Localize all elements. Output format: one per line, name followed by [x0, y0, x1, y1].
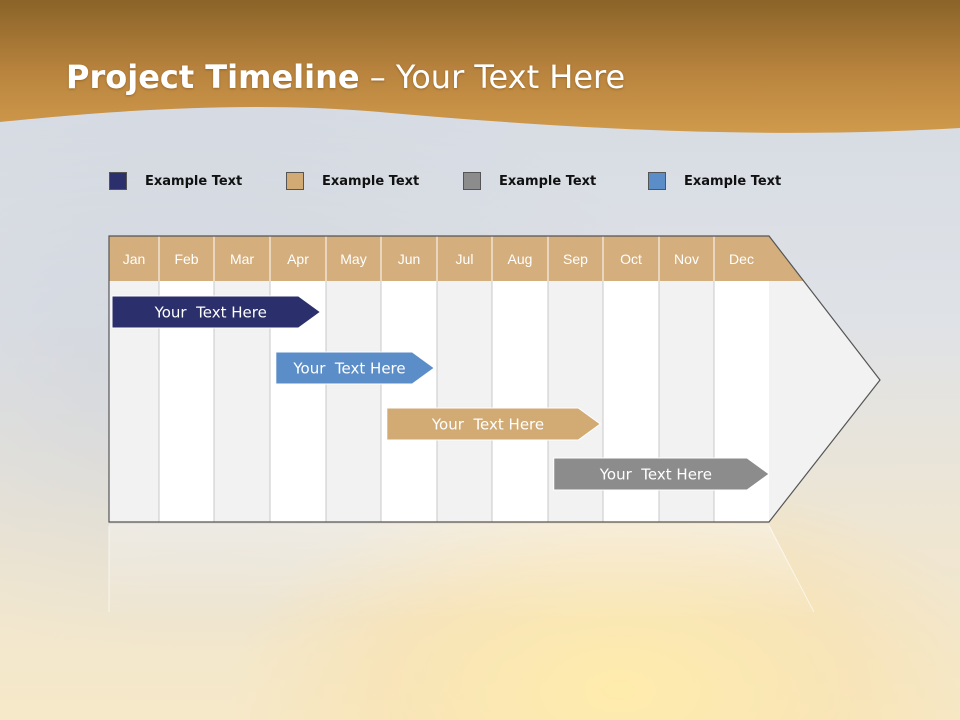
month-label: Mar [230, 251, 254, 267]
month-label: Jul [456, 251, 474, 267]
task-arrow: Your Text Here [386, 407, 602, 441]
reflection-edge [768, 525, 815, 613]
task-arrow: Your Text Here [275, 351, 436, 385]
month-label: Feb [174, 251, 198, 267]
month-column [109, 281, 159, 522]
title-banner [0, 0, 960, 133]
legend-swatch-blue [648, 172, 666, 190]
month-column [270, 281, 326, 522]
page-title: Project Timeline – Your Text Here [66, 58, 625, 96]
header-arrow-cap [769, 236, 804, 281]
task-arrow: Your Text Here [553, 457, 770, 491]
month-label: Jan [123, 251, 146, 267]
timeline-arrowhead [769, 281, 880, 522]
timeline-outline [108, 235, 881, 523]
legend-item-tan: Example Text [286, 170, 419, 192]
month-column [548, 281, 603, 522]
month-label: May [340, 251, 366, 267]
legend: Example Text Example Text Example Text E… [0, 170, 960, 194]
task-label: Your Text Here [431, 416, 544, 434]
task-arrow-shape [386, 407, 602, 441]
legend-label: Example Text [684, 173, 782, 189]
legend-label: Example Text [145, 173, 243, 189]
month-label: Dec [729, 251, 754, 267]
month-label: Oct [620, 251, 642, 267]
task-label: Your Text Here [292, 360, 405, 378]
legend-item-gray: Example Text [463, 170, 596, 192]
legend-swatch-gray [463, 172, 481, 190]
legend-label: Example Text [499, 173, 597, 189]
month-column [492, 281, 548, 522]
month-column [603, 281, 659, 522]
task-arrow-shape [111, 295, 322, 329]
month-column [381, 281, 437, 522]
month-label: Apr [287, 251, 309, 267]
month-header-row [109, 236, 769, 281]
legend-swatch-navy [109, 172, 127, 190]
month-column [714, 281, 769, 522]
task-arrow: Your Text Here [111, 295, 322, 329]
legend-item-navy: Example Text [109, 170, 242, 192]
task-arrow-shape [275, 351, 436, 385]
month-label: Aug [508, 251, 533, 267]
month-column [437, 281, 492, 522]
task-label: Your Text Here [599, 466, 712, 484]
legend-item-blue: Example Text [648, 170, 781, 192]
month-column [214, 281, 270, 522]
legend-swatch-tan [286, 172, 304, 190]
month-column [159, 281, 214, 522]
month-label: Jun [398, 251, 421, 267]
title-rest: – Your Text Here [359, 58, 626, 96]
month-label: Sep [563, 251, 588, 267]
month-label: Nov [674, 251, 699, 267]
task-label: Your Text Here [154, 304, 267, 322]
task-arrow-shape [553, 457, 770, 491]
month-column [659, 281, 714, 522]
legend-label: Example Text [322, 173, 420, 189]
timeline-reflection [109, 524, 819, 622]
title-bold: Project Timeline [66, 58, 360, 96]
month-column [326, 281, 381, 522]
